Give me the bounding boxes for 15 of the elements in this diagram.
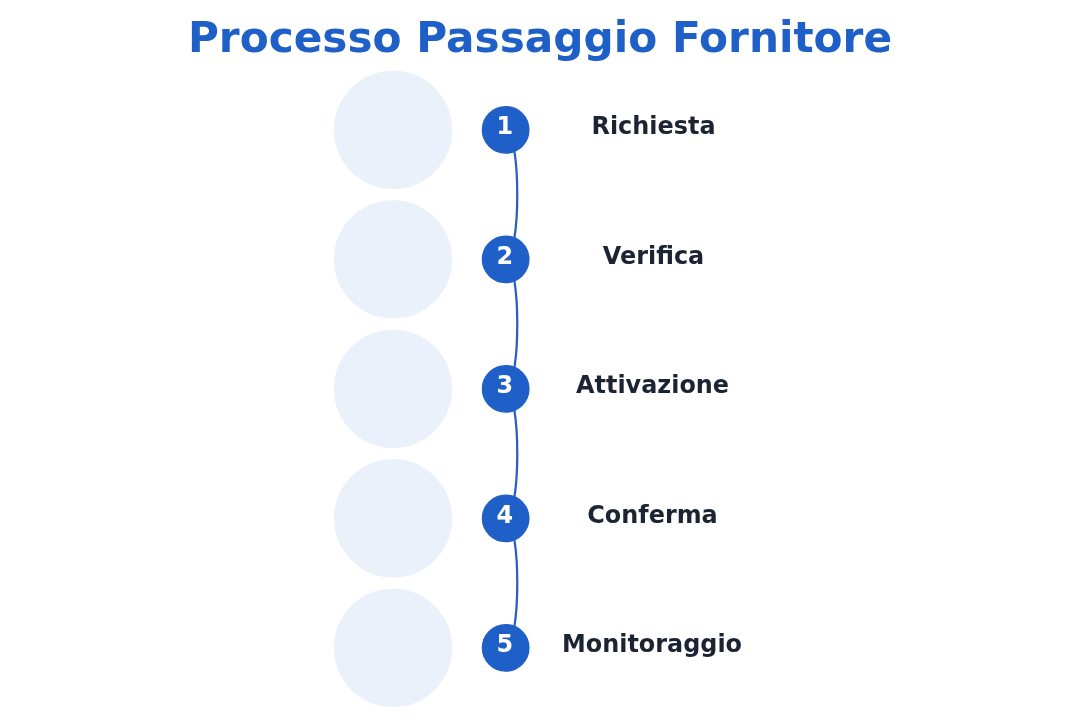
connector bbox=[512, 410, 518, 497]
node-circle: 2 bbox=[481, 235, 530, 284]
node-label: Monitoraggio bbox=[561, 630, 742, 659]
node-label: Richiesta bbox=[591, 112, 716, 141]
node-circle: 3 bbox=[481, 364, 530, 413]
connector bbox=[512, 280, 518, 368]
node-circle: 1 bbox=[481, 105, 530, 154]
diagram-title: Processo Passaggio Fornitore bbox=[187, 12, 892, 62]
node-circle: 4 bbox=[481, 494, 530, 543]
node-circle: 5 bbox=[481, 623, 530, 672]
connector bbox=[512, 151, 518, 238]
node-label: Verifica bbox=[602, 241, 704, 270]
connector bbox=[512, 539, 518, 627]
node-label: Attivazione bbox=[575, 371, 729, 400]
node-label: Conferma bbox=[586, 500, 718, 529]
